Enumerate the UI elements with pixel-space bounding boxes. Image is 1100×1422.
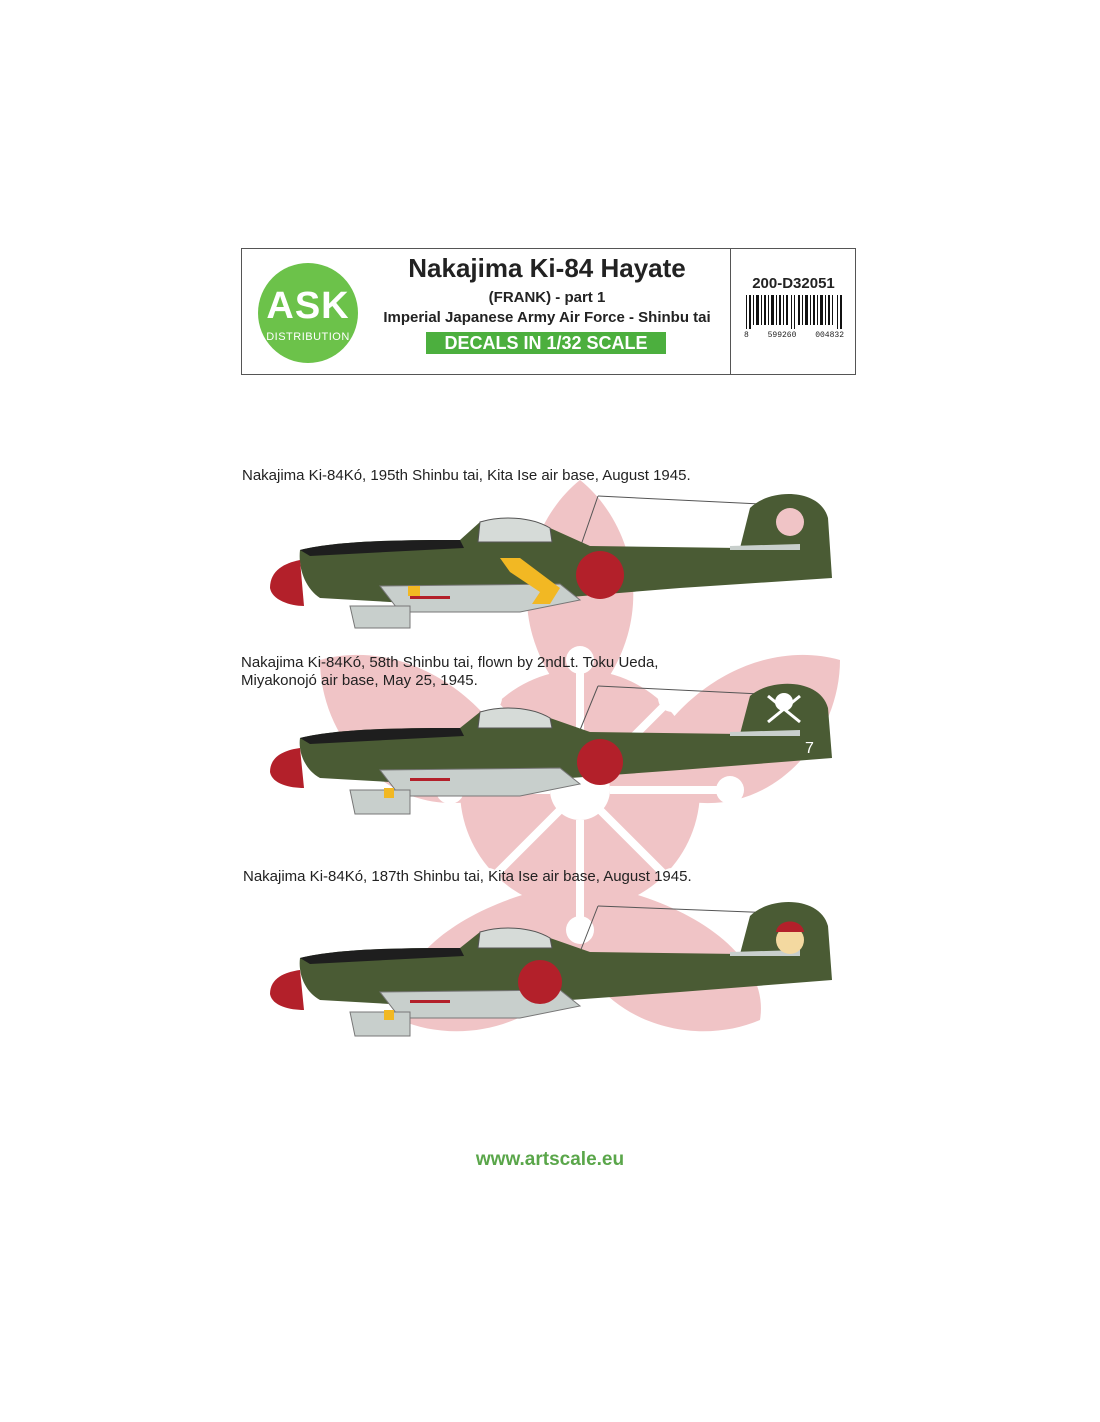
caption-line: Nakajima Ki-84Kó, 195th Shinbu tai, Kita…	[242, 467, 691, 484]
aircraft-profile-2: 7	[270, 683, 832, 815]
aircraft-caption-2: Nakajima Ki-84Kó, 58th Shinbu tai, flown…	[241, 654, 658, 690]
barcode-icon	[746, 295, 842, 329]
logo-text: ASK	[266, 285, 350, 327]
ask-distribution-logo: ASK DISTRIBUTION	[258, 263, 358, 363]
barcode-digit-group: 599260	[767, 331, 797, 340]
aircraft-profile-1	[270, 494, 832, 629]
product-header: ASK DISTRIBUTION Nakajima Ki-84 Hayate (…	[241, 248, 856, 375]
website-link[interactable]: www.artscale.eu	[475, 1149, 625, 1170]
barcode-digit-group: 004832	[815, 331, 844, 340]
product-subtitle-force: Imperial Japanese Army Air Force - Shinb…	[383, 309, 711, 326]
logo-subtext: DISTRIBUTION	[266, 331, 350, 343]
barcode: 8 599260 004832	[744, 295, 844, 340]
caption-line: Nakajima Ki-84Kó, 58th Shinbu tai, flown…	[241, 654, 659, 671]
product-subtitle: (FRANK) - part 1	[488, 289, 606, 306]
scale-banner: DECALS IN 1/32 SCALE	[426, 332, 666, 354]
product-title: Nakajima Ki-84 Hayate	[408, 253, 686, 283]
barcode-digits: 8 599260 004832	[744, 331, 844, 340]
tail-number: 7	[805, 740, 814, 757]
aircraft-caption-3: Nakajima Ki-84Kó, 187th Shinbu tai, Kita…	[243, 868, 692, 886]
aircraft-profile-3	[270, 902, 832, 1037]
caption-line: Miyakonojó air base, May 25, 1945.	[241, 672, 478, 689]
header-divider	[730, 249, 731, 374]
barcode-digit-group: 8	[744, 331, 749, 340]
caption-line: Nakajima Ki-84Kó, 187th Shinbu tai, Kita…	[243, 868, 692, 885]
product-code: 200-D32051	[752, 275, 835, 292]
aircraft-caption-1: Nakajima Ki-84Kó, 195th Shinbu tai, Kita…	[242, 467, 691, 485]
